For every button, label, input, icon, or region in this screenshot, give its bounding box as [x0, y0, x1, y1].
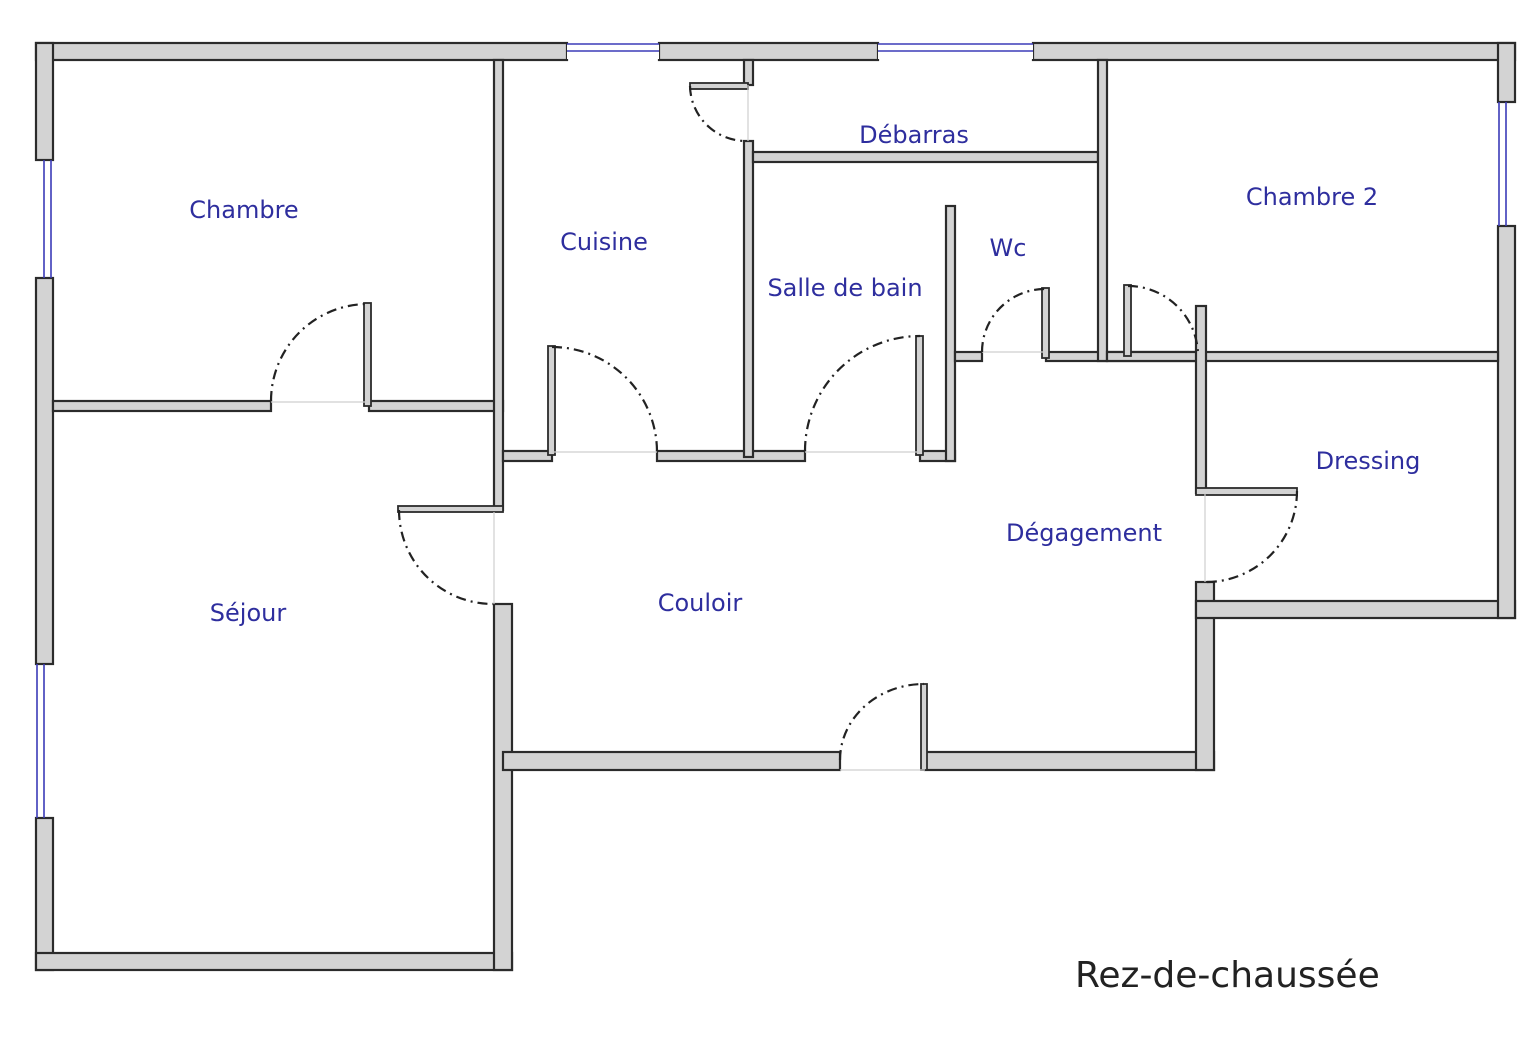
door-swings	[269, 85, 1299, 761]
door-sills	[271, 85, 1206, 771]
window-chambre-west	[43, 160, 52, 278]
outer-walls	[34, 41, 1517, 972]
sejour-door-swing	[397, 509, 494, 606]
room-label-chambre-2: Chambre 2	[1245, 183, 1379, 211]
dressing-door-swing	[1205, 490, 1299, 584]
room-label-couloir: Couloir	[657, 589, 743, 617]
room-label-chambre: Chambre	[189, 196, 299, 224]
room-label-degagement: Dégagement	[1006, 519, 1162, 547]
room-label-cuisine: Cuisine	[560, 228, 648, 256]
wc-door-swing	[980, 287, 1046, 353]
window-cuisine-north	[567, 43, 659, 59]
window-chambre-2-east	[1498, 102, 1507, 226]
windows	[36, 43, 1507, 818]
room-label-dressing: Dressing	[1315, 447, 1421, 475]
entrance-door-swing	[838, 682, 925, 761]
chambre-2-door-swing	[1127, 284, 1200, 355]
room-label-wc: Wc	[989, 234, 1027, 262]
debarras-door-swing	[688, 85, 747, 143]
chambre-door-swing	[269, 302, 369, 402]
cuisine-door-swing	[551, 345, 659, 453]
window-debarras-north	[878, 43, 1033, 59]
room-label-sejour: Séjour	[209, 599, 287, 627]
salle-de-bain-door-swing	[803, 334, 921, 452]
floor-title: Rez-de-chaussée	[1075, 955, 1380, 996]
window-sejour-west	[36, 664, 45, 818]
room-label-salle-de-bain: Salle de bain	[767, 274, 923, 302]
room-label-debarras: Débarras	[859, 121, 969, 149]
